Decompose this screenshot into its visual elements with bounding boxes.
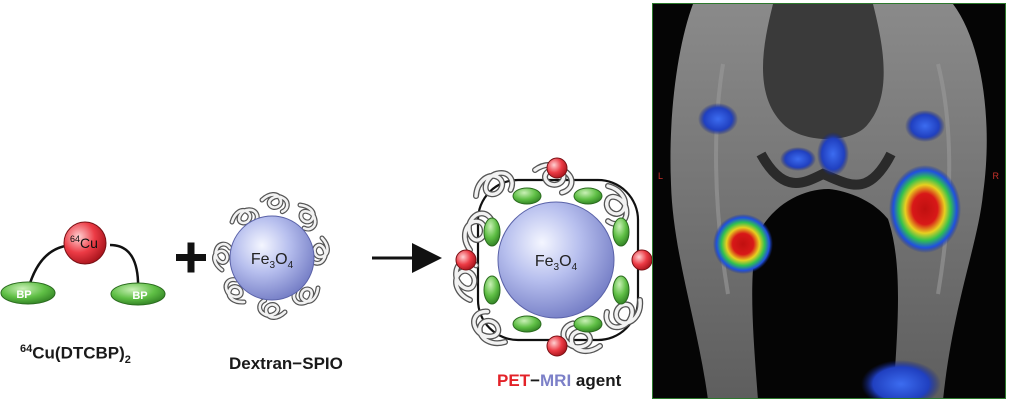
cu64-sphere <box>631 249 652 271</box>
iron-oxide-core <box>229 215 315 301</box>
cu-dtcbp-molecule: 64Cu BP BP <box>0 221 166 306</box>
iron-oxide-core-large <box>497 201 615 319</box>
bp-ellipse <box>483 217 501 247</box>
bp-ellipse-left <box>0 281 56 305</box>
mri-scan <box>670 4 987 398</box>
uptake-spot <box>905 110 945 142</box>
orientation-left: L <box>658 171 664 181</box>
bp-ellipse <box>512 315 542 333</box>
uptake-spot <box>780 147 816 171</box>
bp-ellipse <box>573 187 603 205</box>
core-label: Fe3O4 <box>251 251 294 271</box>
uptake-spot <box>817 132 849 176</box>
cu64-sphere <box>63 221 107 265</box>
tumor-hotspot-right <box>889 165 961 253</box>
bp-ellipse <box>612 275 630 305</box>
bp-label-right: BP <box>132 290 147 302</box>
bp-ellipse <box>512 187 542 205</box>
cu64-sphere <box>546 335 568 357</box>
uptake-spot <box>861 360 941 398</box>
cu64-label: 64Cu <box>70 234 98 251</box>
agent-label: PET−MRI agent <box>497 371 622 390</box>
bp-ellipse-right <box>110 282 166 306</box>
bp-ellipse <box>483 275 501 305</box>
uptake-spot <box>698 103 738 135</box>
cu64-sphere <box>455 249 477 271</box>
molecule-label: 64Cu(DTCBP)2 <box>20 343 131 367</box>
bp-ellipse <box>573 315 603 333</box>
orientation-right: R <box>992 171 1000 181</box>
dextran-spio-particle: Fe3O4 <box>215 193 330 320</box>
synthesis-scheme: 64Cu BP BP Fe3O4 Fe3O4 <box>0 0 652 402</box>
core-label-large: Fe3O4 <box>535 253 578 273</box>
plus-icon <box>176 242 206 273</box>
tumor-hotspot-left <box>713 214 773 274</box>
bp-label-left: BP <box>16 289 31 301</box>
cu64-sphere <box>546 157 568 179</box>
bp-ellipse <box>612 217 630 247</box>
pet-mri-image: L R <box>652 3 1006 399</box>
pet-mri-agent: Fe3O4 <box>453 158 652 356</box>
spio-label: Dextran−SPIO <box>229 354 343 373</box>
